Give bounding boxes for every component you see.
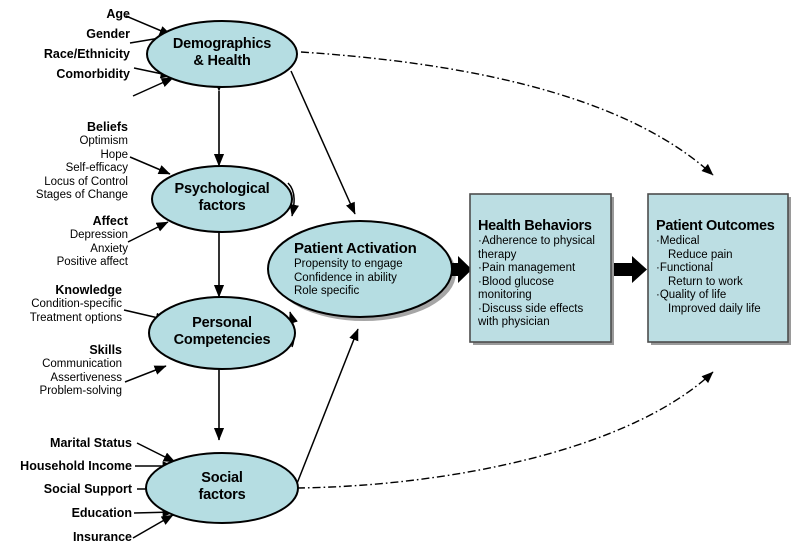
side-labels-social: Marital Status Household Income Social S… [0,432,132,549]
node-patient-activation[interactable] [267,220,453,318]
side-label-race-ethnicity: Race/Ethnicity [43,47,130,61]
side-arrow-affect [127,221,169,243]
edge-activation-health-behaviors [442,256,472,283]
edge-social-outcomes-dashdot [296,371,714,489]
side-arrow-beliefs [129,156,171,175]
side-item-condition-specific: Condition-specific [31,298,122,310]
side-head-skills: Skills [89,343,122,357]
side-label-age: Age [106,7,130,21]
side-arrow-skills [124,365,167,383]
node-demographics[interactable] [146,20,298,88]
side-label-comorbidity: Comorbidity [56,67,130,81]
side-item-locus-of-control: Locus of Control [44,175,128,188]
side-item-optimism: Optimism [79,135,128,147]
side-item-hope: Hope [100,148,129,161]
edge-social-activation [295,328,359,487]
box-health-behaviors[interactable] [469,193,612,343]
side-label-social-support: Social Support [43,482,132,496]
side-head-knowledge: Knowledge [55,283,122,297]
side-item-communication: Communication [42,358,122,370]
side-labels-psychological-affect: Affect Depression Anxiety Positive affec… [0,214,128,270]
side-arrow-comorbidity [132,77,174,97]
box-patient-outcomes[interactable] [647,193,789,343]
side-item-depression: Depression [69,229,128,241]
side-label-marital-status: Marital Status [50,436,132,450]
side-head-beliefs: Beliefs [87,120,128,134]
side-label-gender: Gender [86,27,130,41]
side-labels-psychological-beliefs: Beliefs Optimism Hope Self-efficacy Locu… [0,120,128,203]
node-personal-competencies[interactable] [148,296,296,370]
edge-demographics-activation [290,70,356,215]
side-head-affect: Affect [92,214,128,228]
side-arrow-age [125,15,172,36]
side-item-stages-of-change: Stages of Change [35,189,128,201]
edge-health-behaviors-outcomes [613,256,647,283]
node-social-factors[interactable] [145,452,299,524]
side-item-self-efficacy: Self-efficacy [65,162,128,174]
node-psychological[interactable] [151,165,293,233]
side-label-insurance: Insurance [72,530,132,544]
side-item-treatment-options: Treatment options [29,311,122,324]
side-labels-knowledge: Knowledge Condition-specific Treatment o… [0,283,122,325]
edge-psychological-activation [287,182,299,217]
side-arrow-marital-status [136,442,176,463]
side-labels-demographics: Age Gender Race/Ethnicity Comorbidity [0,4,130,84]
side-label-household-income: Household Income [20,459,132,473]
side-item-positive-affect: Positive affect [56,256,128,268]
side-item-assertiveness: Assertiveness [50,371,122,384]
side-label-education: Education [71,506,132,520]
side-arrow-insurance [132,514,174,539]
side-item-anxiety: Anxiety [90,242,128,255]
side-labels-skills: Skills Communication Assertiveness Probl… [0,343,122,399]
side-item-problem-solving: Problem-solving [39,385,122,397]
edge-demographics-outcomes-dashdot [300,51,714,176]
